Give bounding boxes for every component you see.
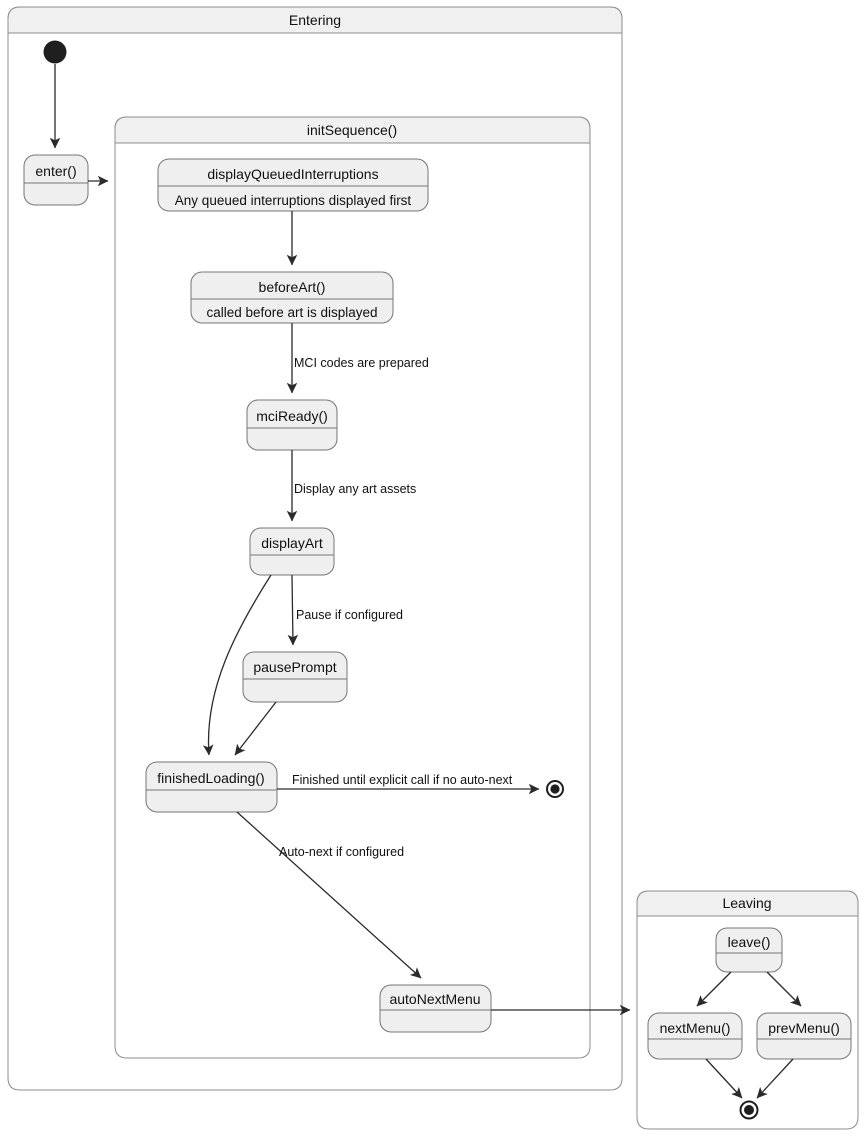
state-pause-prompt: pausePrompt	[242, 651, 348, 703]
state-next-menu-title: nextMenu()	[660, 1020, 731, 1036]
state-next-menu: nextMenu()	[647, 1012, 743, 1060]
state-mci-ready-title: mciReady()	[256, 408, 328, 424]
transition-finishedloading-to-autonextmenu: Auto-next if configured	[236, 811, 422, 979]
state-auto-next-menu-title: autoNextMenu	[389, 991, 480, 1007]
state-display-queued-interruptions-title: displayQueuedInterruptions	[207, 166, 378, 182]
state-leave: leave()	[715, 927, 783, 973]
composite-initsequence-title: initSequence()	[307, 122, 397, 138]
composite-state-leaving: Leaving	[636, 890, 859, 1130]
state-display-queued-interruptions-body: Any queued interruptions displayed first	[175, 193, 412, 208]
state-display-queued-interruptions: displayQueuedInterruptions Any queued in…	[157, 158, 429, 212]
state-leave-title: leave()	[728, 934, 771, 950]
state-prev-menu-title: prevMenu()	[768, 1020, 840, 1036]
edge-label-pause-if-configured: Pause if configured	[296, 608, 403, 622]
state-enter: enter()	[23, 154, 89, 206]
composite-entering-title: Entering	[289, 12, 341, 28]
state-pause-prompt-title: pausePrompt	[253, 659, 336, 675]
edge-label-finished-until-explicit-call: Finished until explicit call if no auto-…	[292, 773, 513, 787]
transition-pauseprompt-to-finishedloading	[234, 701, 277, 756]
composite-leaving-title: Leaving	[722, 895, 771, 911]
state-display-art-title: displayArt	[261, 535, 323, 551]
transition-leave-to-nextmenu	[696, 971, 732, 1007]
composite-state-initsequence: initSequence()	[114, 116, 591, 1059]
transition-leave-to-prevmenu	[766, 971, 802, 1007]
state-enter-title: enter()	[35, 163, 76, 179]
edge-label-display-any-art-assets: Display any art assets	[294, 482, 416, 496]
state-prev-menu: prevMenu()	[756, 1012, 852, 1060]
state-before-art-body: called before art is displayed	[206, 305, 377, 320]
transition-displayart-to-finishedloading	[202, 574, 272, 756]
final-state-leaving	[739, 1100, 759, 1120]
state-display-art: displayArt	[249, 527, 335, 576]
final-state-entering	[546, 780, 564, 798]
edge-label-auto-next-if-configured: Auto-next if configured	[279, 845, 404, 859]
transition-prevmenu-to-final	[756, 1058, 794, 1099]
transition-beforeart-to-mciready: MCI codes are prepared	[286, 323, 429, 394]
transition-displayart-to-pauseprompt: Pause if configured	[287, 574, 403, 646]
state-before-art-title: beforeArt()	[259, 279, 326, 295]
edge-label-mci-codes-are-prepared: MCI codes are prepared	[294, 356, 429, 370]
state-mci-ready: mciReady()	[246, 399, 338, 451]
state-finished-loading-title: finishedLoading()	[157, 770, 264, 786]
state-before-art: beforeArt() called before art is display…	[190, 271, 394, 324]
transition-mciready-to-displayart: Display any art assets	[286, 450, 416, 522]
initial-pseudostate	[43, 40, 67, 64]
state-auto-next-menu: autoNextMenu	[379, 984, 492, 1033]
transition-nextmenu-to-final	[705, 1058, 743, 1099]
state-finished-loading: finishedLoading()	[145, 761, 278, 813]
transition-finishedloading-to-final: Finished until explicit call if no auto-…	[277, 773, 540, 795]
